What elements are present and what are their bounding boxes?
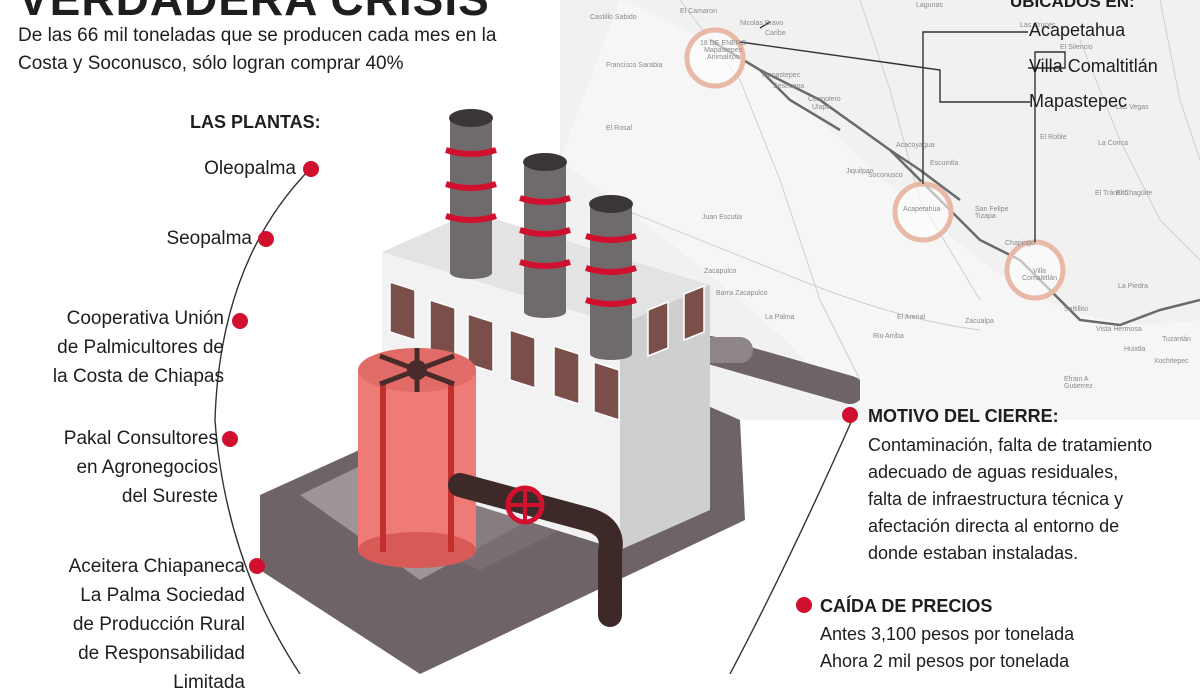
- map-place-label: Nicolas Bravo: [740, 20, 784, 27]
- location-mapastepec: Mapastepec: [1029, 91, 1128, 111]
- page-subtitle: De las 66 mil toneladas que se producen …: [18, 25, 497, 74]
- plant-bullet: [303, 161, 319, 177]
- map-place-label: El Rosal: [606, 125, 633, 132]
- map-place-label: Saltillito: [1064, 306, 1089, 313]
- plant-oleopalma: Oleopalma: [204, 158, 296, 179]
- map-place-label: Las Cruces: [1020, 22, 1056, 29]
- map-circle-label: Acapetahua: [903, 206, 941, 213]
- map-place-label: Soconusco: [868, 172, 903, 179]
- map-place-label: Acacoyagua: [896, 142, 935, 149]
- page-title: VERDADERA CRISIS: [18, 0, 490, 26]
- map-place-label: Ulapa: [812, 104, 831, 111]
- map-place-label: El Silencio: [1060, 44, 1093, 51]
- map-place-label: Castillo Sabido: [590, 14, 637, 21]
- plant-aceitera: Aceitera Chiapaneca La Palma Sociedad de…: [68, 556, 245, 693]
- map-place-label: San Felipe Tizapa: [975, 206, 1009, 220]
- prices-now: Ahora 2 mil pesos por tonelada: [820, 651, 1070, 671]
- map-place-label: El Camaron: [680, 8, 717, 15]
- located-heading: UBICADOS EN:: [1010, 0, 1135, 11]
- map-place-label: Huixtla: [1124, 346, 1146, 353]
- map-circle-label: Villa Comaltitlán: [1022, 268, 1058, 282]
- map-place-label: Lagunas: [916, 2, 943, 9]
- closure-bullet: [842, 407, 858, 423]
- prices-bullet: [796, 597, 812, 613]
- prices-heading: CAÍDA DE PRECIOS: [820, 596, 993, 616]
- map-place-label: Las Vegas: [1116, 104, 1149, 111]
- map-place-label: La Piedra: [1118, 283, 1148, 290]
- map-place-label: Chapingo: [1005, 240, 1035, 247]
- prices-before: Antes 3,100 pesos por tonelada: [820, 624, 1075, 644]
- plant-bullet: [222, 431, 238, 447]
- factory-illustration: [260, 109, 860, 674]
- closure-body: Contaminación, falta de tratamiento adec…: [868, 435, 1153, 563]
- map-place-label: Rio Arriba: [873, 333, 904, 340]
- map-place-label: Vista Hermosa: [1096, 326, 1142, 333]
- map-place-label: Sesecapa: [773, 83, 805, 90]
- map-place-label: Barra Zacapulco: [716, 290, 768, 297]
- map-place-label: El Roble: [1040, 134, 1067, 141]
- map-place-label: La Conca: [1098, 140, 1128, 147]
- plant-cooperativa: Cooperativa Unión de Palmicultores de la…: [52, 308, 224, 387]
- map-place-label: Cormolero: [808, 96, 841, 103]
- map-place-label: Zacualpa: [965, 318, 994, 325]
- map-place-label: El Tránsito: [1095, 190, 1129, 197]
- location-acapetahua: Acapetahua: [1029, 20, 1126, 40]
- plant-bullet: [249, 558, 265, 574]
- map-place-label: Juan Escutia: [702, 214, 743, 221]
- map-place-label: Zacapulco: [704, 268, 737, 275]
- closure-heading: MOTIVO DEL CIERRE:: [868, 406, 1059, 426]
- plant-bullet: [232, 313, 248, 329]
- map-place-label: Efrain A Gutierrez: [1064, 376, 1093, 390]
- map-place-label: La Palma: [765, 314, 795, 321]
- map-place-label: Xochitepec: [1154, 358, 1189, 365]
- map-place-label: Tuzantán: [1162, 336, 1191, 343]
- map-place-label: El Chagüite: [1116, 190, 1153, 197]
- map-place-label: Francisco Sarabia: [606, 62, 663, 69]
- map-place-label: Mapastepec: [762, 72, 801, 79]
- map-place-label: Jiquilpan: [846, 168, 874, 175]
- map-circle-label: 18 DE ENERO Mapastepec Animalitos: [700, 40, 747, 61]
- plant-seopalma: Seopalma: [166, 228, 252, 249]
- map-place-label: El Arenal: [897, 314, 926, 321]
- map-place-label: Caribe: [765, 30, 786, 37]
- plant-bullet: [258, 231, 274, 247]
- plants-heading: LAS PLANTAS:: [190, 112, 321, 132]
- plant-pakal: Pakal Consultores en Agronegocios del Su…: [63, 428, 218, 507]
- map-place-label: Escuintla: [930, 160, 959, 167]
- location-villa-comaltitlan: Villa Comaltitlán: [1029, 56, 1158, 76]
